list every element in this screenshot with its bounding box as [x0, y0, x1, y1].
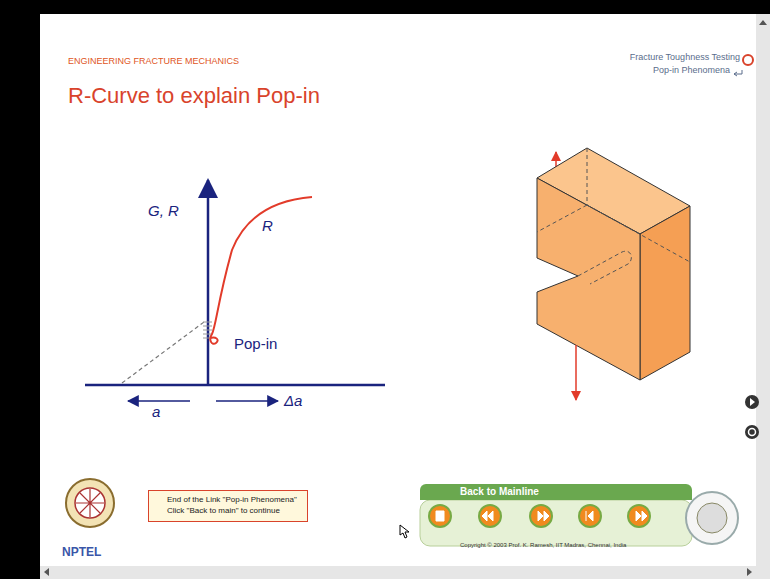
topic-name: Pop-in Phenomena [653, 66, 730, 76]
nav-panel [420, 500, 692, 546]
note-text: End of the Link "Pop-in Phenomena" Click… [167, 495, 301, 517]
g-line [122, 322, 204, 383]
curve-label: R [262, 218, 273, 235]
play-button [745, 395, 759, 409]
replay-button [745, 425, 759, 439]
nptel-logo [66, 479, 114, 527]
nav-panel: Back to MainlineCopyright © 2003 Prof. K… [420, 484, 692, 548]
axis-label: Δa [284, 393, 302, 410]
nav-tab: Back to Mainline [420, 484, 692, 500]
return-icon [734, 70, 742, 76]
slide-ground [40, 14, 756, 566]
hand-cursor [400, 525, 409, 538]
axis-label: G, R [148, 203, 179, 220]
scrollbar [40, 566, 770, 579]
r-curve [210, 197, 312, 344]
section-name: Fracture Toughness Testing [630, 53, 740, 63]
copyright-text: Copyright © 2003 Prof. K. Ramesh, IIT Ma… [420, 542, 692, 548]
scroll-arrows [44, 20, 767, 576]
iit-logo [686, 492, 738, 544]
scrollbar [756, 14, 770, 566]
header-icon [743, 55, 753, 65]
vertical-axis [207, 180, 210, 385]
crack-length-arrow [128, 400, 190, 402]
pop-in-label: Pop-in [234, 336, 277, 353]
logo-text: NPTEL [62, 546, 101, 559]
horizontal-axis [85, 384, 385, 387]
specimen-front [537, 178, 640, 380]
axis-label: a [152, 404, 160, 421]
nav-buttons [429, 505, 650, 527]
specimen-side [640, 206, 690, 380]
slide-title: R-Curve to explain Pop-in [68, 84, 320, 108]
hidden-edges [537, 148, 690, 284]
course-name: ENGINEERING FRACTURE MECHANICS [68, 57, 239, 67]
note-box: End of the Link "Pop-in Phenomena" Click… [148, 490, 308, 522]
load-arrow [575, 345, 577, 400]
crack-growth-arrow [216, 400, 278, 402]
